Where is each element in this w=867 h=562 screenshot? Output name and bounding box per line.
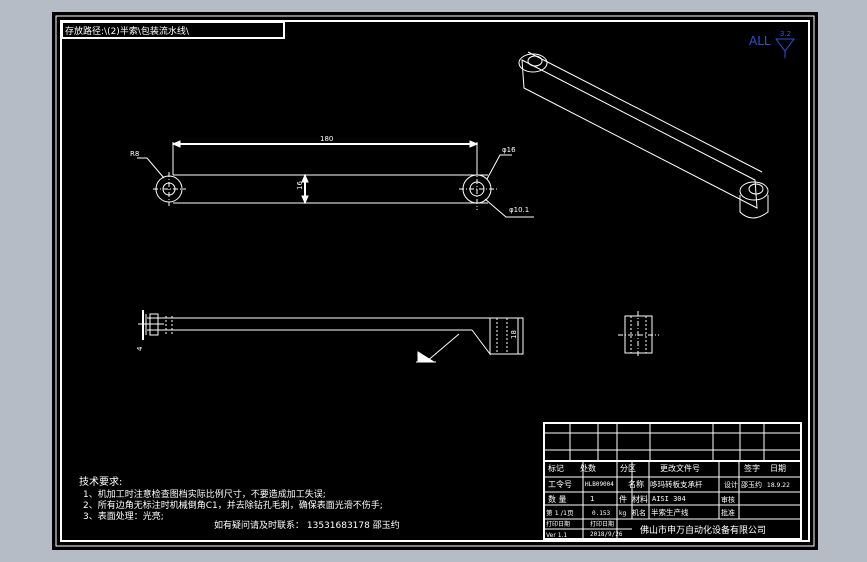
top-view-dimensions: 18 4 (136, 330, 518, 351)
roughness-triangle-icon (775, 38, 795, 52)
tb-review-label: 审核 (721, 495, 735, 504)
side-view (618, 311, 659, 358)
title-block: 标记 处数 分区 更改文件号 签字 日期 工令号 HLB09004 名称 哆玛转… (543, 422, 802, 540)
view-all-label[interactable]: ALL (749, 34, 771, 48)
tb-sheet-label: 第 1 /1页 (546, 508, 574, 517)
tech-line-3: 3、表面处理：光亮; (83, 510, 164, 522)
tb-name-suffix: 设计 (724, 480, 738, 489)
tb-hdr-mark: 标记 (548, 463, 564, 473)
tech-line-1: 1、机加工时注意检查图档实际比例尺寸，不要造成加工失误; (83, 488, 326, 500)
tb-company: 佛山市申万自动化设备有限公司 (640, 524, 766, 536)
front-view-dimensions: 180 16 R8 φ16 φ10.1 (130, 135, 529, 214)
sheet-frame (55, 15, 815, 547)
tb-qty-unit: 件 (619, 494, 627, 504)
tb-approve-label: 批准 (721, 508, 735, 517)
tb-material-value: AISI 304 (652, 495, 686, 503)
top-view (138, 310, 524, 363)
dim-length: 180 (320, 135, 333, 143)
tb-date-label-1: 打印日期 (546, 520, 570, 528)
tb-machine-value: 半索生产线 (651, 507, 689, 517)
tb-material-label: 材料 (632, 494, 648, 504)
cad-viewport[interactable]: 存放路径:\(2)半索\包装流水线\ ALL 3.2 (52, 12, 818, 550)
dim-thickness: 4 (136, 346, 144, 351)
isometric-view (518, 51, 769, 219)
tb-hdr-doc: 更改文件号 (660, 463, 700, 473)
tb-hdr-count: 处数 (580, 463, 596, 473)
tb-drawing-no-value: HLB09004 (585, 481, 614, 488)
front-view (137, 140, 534, 218)
view-marker[interactable]: ALL 3.2 (749, 30, 795, 58)
dim-height: 16 (296, 181, 304, 190)
tb-name-label: 名称 (628, 479, 644, 489)
tb-date-value: 2018/9/26 (590, 531, 623, 538)
tb-machine-label: 机名 (632, 508, 646, 517)
contact-line: 如有疑问请及时联系： 13531683178 邵玉约 (214, 519, 400, 531)
tb-date-label-2: 打印日期 (590, 520, 614, 528)
tb-hdr-zone: 分区 (620, 464, 636, 473)
tb-qty-value: 1 (590, 495, 594, 503)
tb-version-label: Ver 1.1 (546, 532, 567, 539)
drawing-sheet: 存放路径:\(2)半索\包装流水线\ ALL 3.2 (55, 15, 815, 547)
tb-weight-value: 0.153 (592, 510, 610, 517)
tb-drawing-no-label: 工令号 (548, 479, 572, 489)
tb-designer: 邵玉约 (741, 480, 762, 489)
dim-left-radius: R8 (130, 150, 139, 158)
dim-hole-dia: φ10.1 (509, 206, 529, 214)
tb-design-date: 18.9.22 (767, 482, 790, 489)
dim-side-height: 18 (510, 330, 518, 339)
tech-title: 技术要求: (79, 475, 122, 488)
tech-line-2: 2、所有边角无标注时机械倒角C1，并去除钻孔毛刺，确保表面光滑不伤手; (83, 499, 383, 511)
path-label: 存放路径:\(2)半索\包装流水线\ (65, 25, 190, 37)
tb-weight-unit: kg (619, 510, 626, 517)
roughness-value: 3.2 (780, 30, 791, 38)
technical-requirements: 技术要求: 1、机加工时注意检查图档实际比例尺寸，不要造成加工失误; 2、所有边… (79, 475, 400, 531)
tb-name-value: 哆玛转板支承杆 (650, 479, 703, 489)
path-label-box: 存放路径:\(2)半索\包装流水线\ (61, 21, 285, 39)
dim-boss-dia: φ16 (502, 146, 516, 154)
tb-qty-label: 数 量 (548, 494, 567, 504)
tb-hdr-sign: 签字 (744, 463, 760, 473)
tb-hdr-date: 日期 (770, 464, 786, 473)
